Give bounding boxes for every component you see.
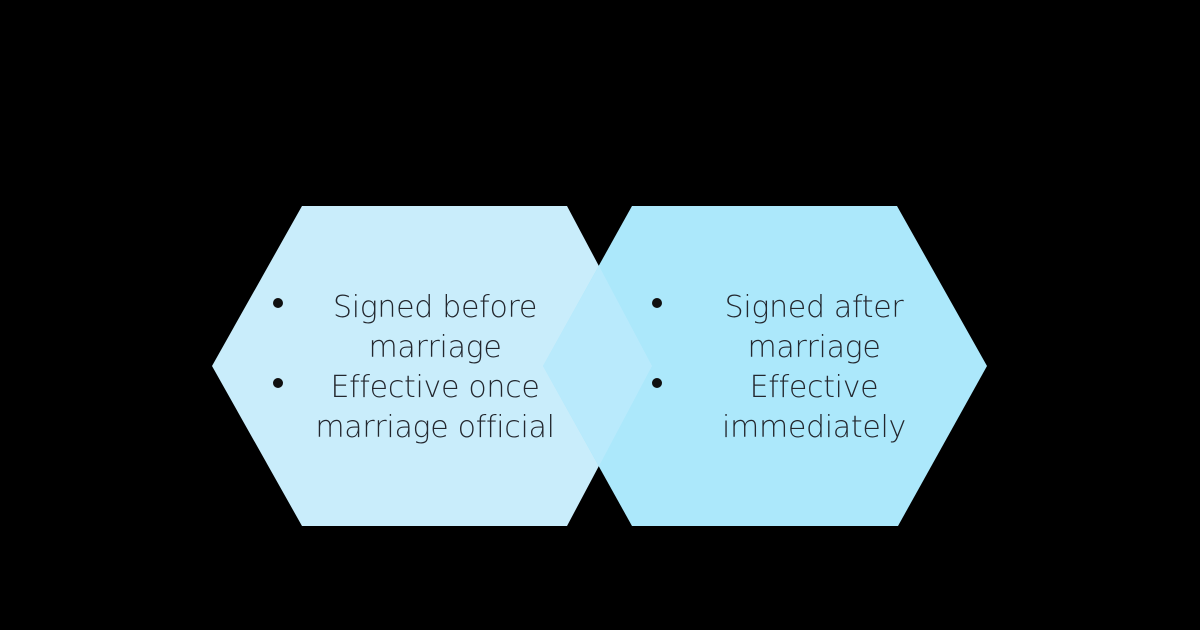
left-hexagon-shape xyxy=(212,206,652,526)
bullet-icon xyxy=(652,378,662,388)
list-item: Effective immediately xyxy=(652,368,964,448)
list-item: Effective once marriage official xyxy=(273,368,585,448)
bullet-icon xyxy=(273,298,283,308)
right-hexagon-text: Signed after marriage Effective immediat… xyxy=(652,288,964,448)
right-hexagon-shape xyxy=(543,206,987,526)
list-item: Signed after marriage xyxy=(652,288,964,368)
list-item-line: immediately xyxy=(721,410,906,445)
list-item-line: Signed before xyxy=(332,290,538,325)
list-item-line: Effective xyxy=(749,370,879,405)
hexagon-overlap-region xyxy=(543,266,652,466)
bullet-icon xyxy=(273,378,283,388)
list-item-line: marriage official xyxy=(315,410,555,445)
list-item-line: Effective once xyxy=(330,370,540,405)
list-item-line: marriage xyxy=(747,330,881,365)
list-item-line: Signed after xyxy=(724,290,904,325)
left-hexagon-text: Signed before marriage Effective once ma… xyxy=(273,288,585,448)
bullet-icon xyxy=(652,298,662,308)
list-item-line: marriage xyxy=(368,330,502,365)
list-item: Signed before marriage xyxy=(273,288,585,368)
